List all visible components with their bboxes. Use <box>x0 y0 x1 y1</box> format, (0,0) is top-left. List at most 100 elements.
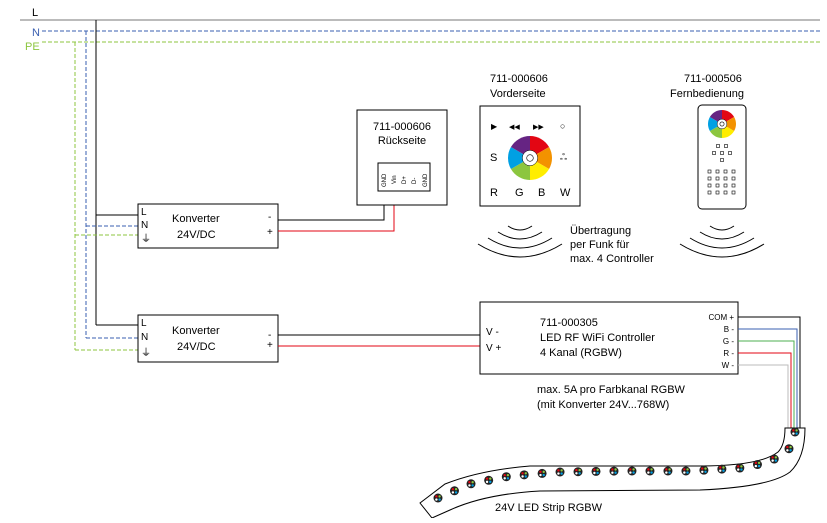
wheel-segment <box>508 147 530 169</box>
controller-out-g: G - <box>723 337 734 346</box>
led-icon <box>663 466 673 476</box>
converter-1-plus: + <box>267 227 273 238</box>
converter-2-name2: 24V/DC <box>177 341 216 353</box>
rear-panel-label: Rückseite <box>378 135 426 147</box>
remote-key <box>731 183 736 188</box>
wave-arc <box>497 231 543 240</box>
power-circle-icon: ○ <box>560 121 565 131</box>
converter-2: L N ⏚ Konverter 24V/DC - + <box>137 314 279 363</box>
converter-2-minus: - <box>268 330 271 341</box>
controller: V - V + 711-000305 LED RF WiFi Controlle… <box>479 301 739 375</box>
rear-panel-id: 711-000606 <box>373 121 431 133</box>
rear-panel: 711-000606 Rückseite GND Vin D+ D- GND <box>356 109 448 206</box>
bus-lines: L N PE <box>20 7 820 53</box>
converter-1-box <box>137 203 279 249</box>
led-icon <box>555 467 565 477</box>
wire-b <box>738 328 798 428</box>
led-icon <box>681 466 691 476</box>
rear-panel-pins: GND Vin D+ D- GND <box>382 173 429 187</box>
bus-L-label: L <box>32 7 38 19</box>
wave-arc <box>709 225 735 231</box>
note-line2: (mit Konverter 24V...768W) <box>537 399 669 411</box>
transmission-line1: Übertragung <box>570 225 631 237</box>
remote-key <box>723 183 728 188</box>
remote-key <box>731 176 736 181</box>
wave-arc <box>679 243 765 258</box>
controller-out-com: COM + <box>708 313 734 322</box>
converter-1-minus: - <box>268 212 271 223</box>
front-letter-G: G <box>515 187 524 199</box>
rewind-icon: ◀◀ <box>509 124 520 131</box>
front-panel-id: 711-000606 <box>490 73 548 85</box>
wheel-center <box>716 118 728 130</box>
bus-N-label: N <box>32 27 40 39</box>
wave-arc <box>507 225 533 231</box>
controller-out-w: W - <box>722 361 735 370</box>
front-letter-W: W <box>560 187 571 199</box>
controller-out-r: R - <box>723 349 734 358</box>
wheel-center-ring <box>526 154 534 162</box>
led-strip-leds <box>433 427 800 503</box>
remote-key <box>707 183 712 188</box>
led-icon <box>609 466 619 476</box>
remote-key <box>707 176 712 181</box>
remote-label: Fernbedienung <box>670 88 744 100</box>
converter-1-term-L: L <box>141 207 147 218</box>
remote-key <box>723 176 728 181</box>
play-icon: ▶ <box>491 122 498 131</box>
N-drop-wire <box>85 31 138 339</box>
wave-arc <box>689 237 755 249</box>
converter-2-term-PE: ⏚ <box>141 347 151 359</box>
led-strip: 24V LED Strip RGBW <box>419 427 806 519</box>
led-icon <box>537 468 547 478</box>
converter-1-term-N: N <box>141 220 148 231</box>
controller-in-minus: V - <box>486 327 499 338</box>
remote-id: 711-000506 <box>684 73 742 85</box>
converter-2-box <box>137 314 279 363</box>
led-icon <box>484 475 494 485</box>
remote-key <box>716 144 720 148</box>
L-drop-wire <box>95 20 138 326</box>
wheel-segment <box>530 147 552 169</box>
remote-key <box>712 151 716 155</box>
controller-output-wires <box>738 316 801 428</box>
wire-w <box>738 364 789 428</box>
rear-pin-1: GND <box>382 173 388 187</box>
converter-1-name1: Konverter <box>172 213 220 225</box>
led-icon <box>519 470 529 480</box>
wave-arc <box>699 231 745 240</box>
led-icon <box>433 493 443 503</box>
led-icon <box>735 463 745 473</box>
led-icon <box>699 465 709 475</box>
wheel-segment <box>722 117 736 131</box>
front-letter-R: R <box>490 187 498 199</box>
rear-pin-5: GND <box>423 173 429 187</box>
remote-key <box>731 190 736 195</box>
converter-1-name2: 24V/DC <box>177 229 216 241</box>
conv1-plus-wire <box>278 198 395 232</box>
radio-waves-right-icon <box>679 225 765 258</box>
front-panel: 711-000606 Vorderseite ▶ ◀◀ ▶▶ ○ S ஃ R G… <box>479 73 581 207</box>
led-icon <box>645 466 655 476</box>
led-icon <box>591 466 601 476</box>
remote: 711-000506 Fernbedienung <box>670 73 747 210</box>
led-icon <box>466 479 476 489</box>
drop-wires <box>74 20 138 351</box>
remote-key <box>724 144 728 148</box>
converter-1: L N ⏚ Konverter 24V/DC - + <box>137 203 279 249</box>
remote-key <box>728 151 732 155</box>
converter-2-name1: Konverter <box>172 325 220 337</box>
remote-key <box>723 190 728 195</box>
mode-icon: ஃ <box>560 152 567 162</box>
led-icon <box>449 486 459 496</box>
rear-pin-2: Vin <box>392 175 398 184</box>
led-icon <box>627 466 637 476</box>
wheel-center-ring <box>719 121 725 127</box>
led-strip-label: 24V LED Strip RGBW <box>495 502 603 514</box>
converter-2-term-N: N <box>141 332 148 343</box>
color-wheel-icon <box>508 136 552 180</box>
converter-1-term-PE: ⏚ <box>141 233 151 245</box>
led-icon <box>752 460 762 470</box>
